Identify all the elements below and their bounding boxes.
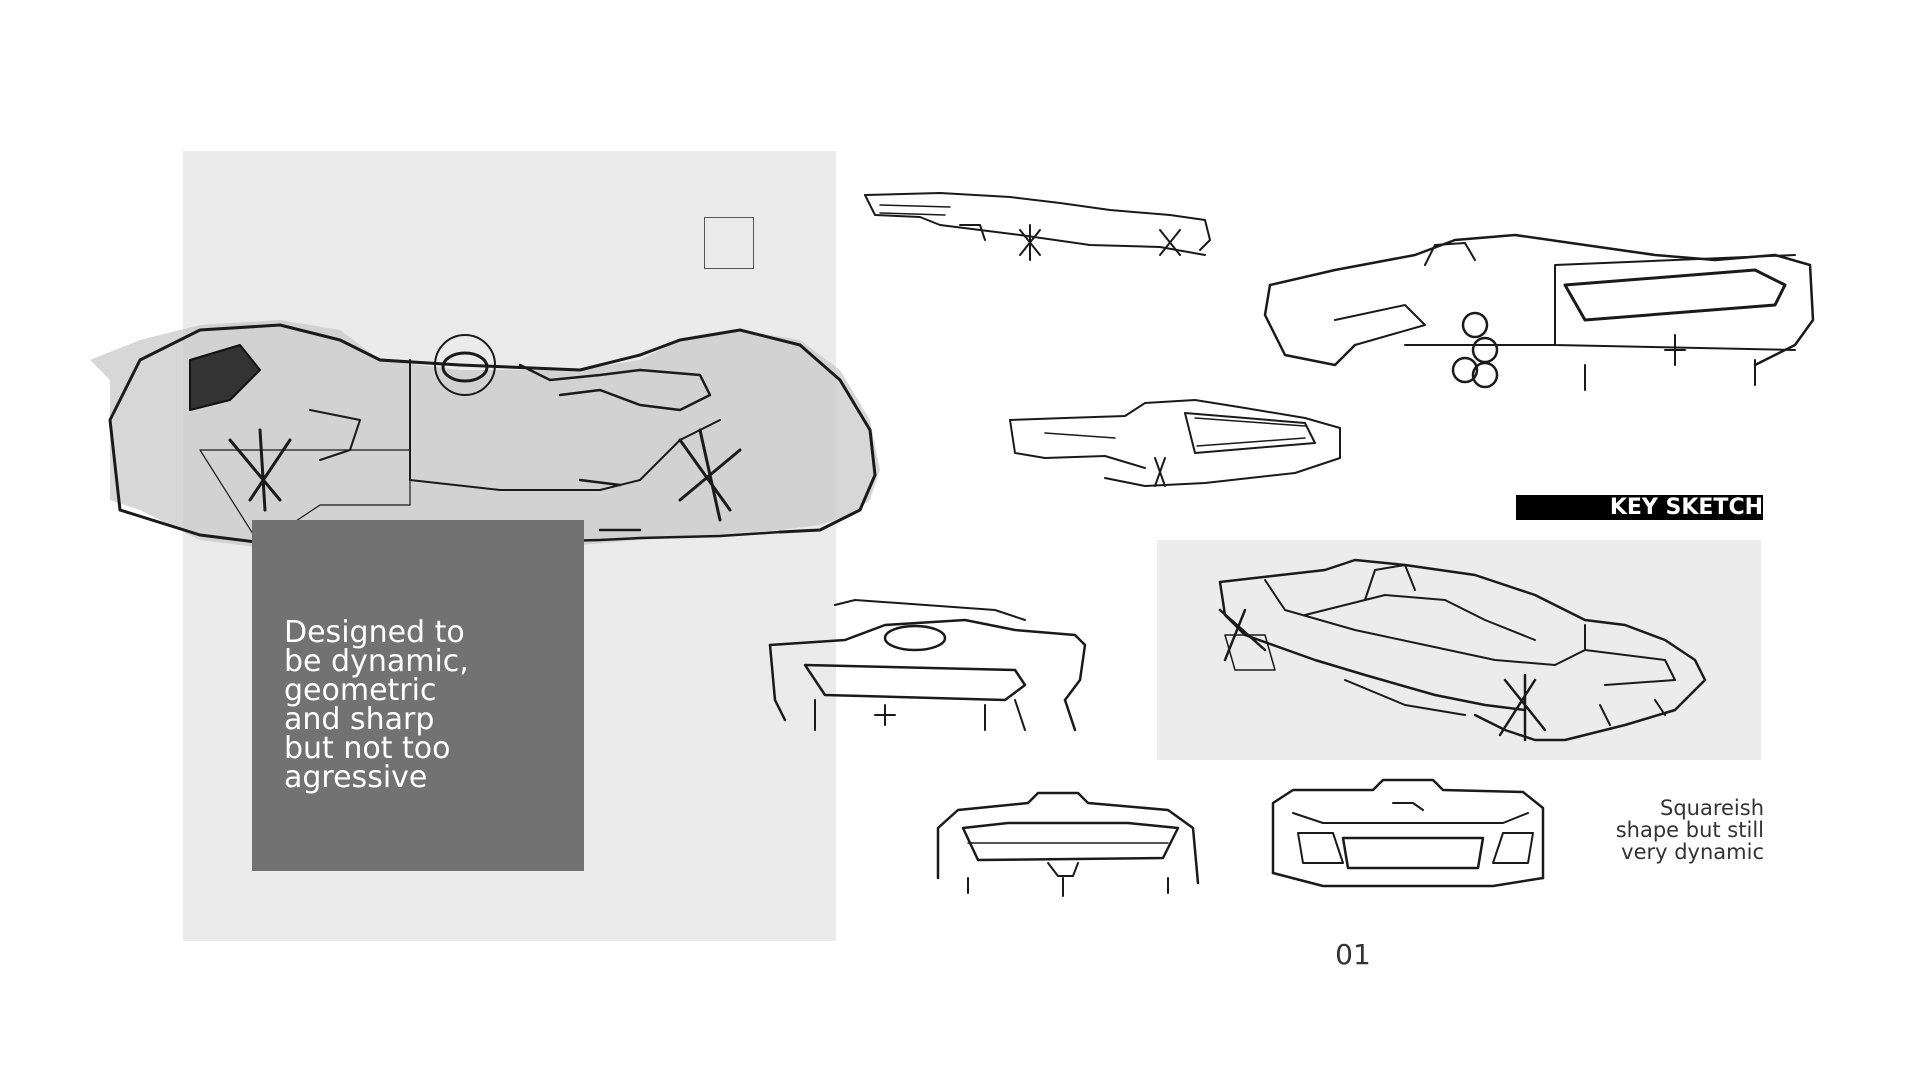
key-sketch-label: KEY SKETCH [1516,495,1763,520]
side-note-text: Squareish shape but still very dynamic [1615,796,1764,864]
caption-box [252,520,584,871]
top-view-sketch [90,320,880,550]
key-sketch-perspective [1218,558,1707,742]
rear-three-quarter-sketch-large [1263,233,1815,391]
rear-view-sketch-left [768,599,1087,732]
rear-view-sketch-bottom-left [936,791,1200,897]
rear-view-sketch-mid [1009,399,1341,487]
page-number: 01 [1335,938,1371,971]
rear-view-sketch-bottom-right [1271,778,1545,888]
caption-text: Designed to be dynamic, geometric and sh… [284,615,469,795]
small-square-outline [704,217,754,269]
rear-quarter-sketch-small [864,192,1211,261]
